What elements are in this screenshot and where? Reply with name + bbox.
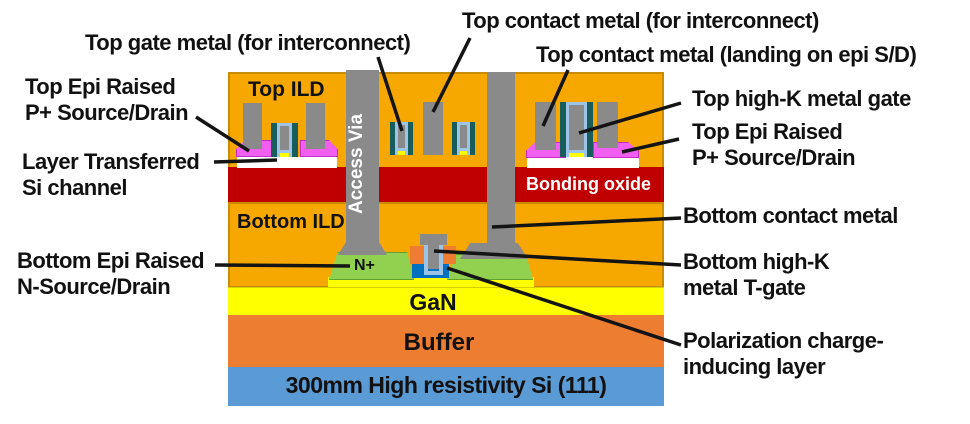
callout-bottom-epi: Bottom Epi Raised N-Source/Drain — [17, 248, 205, 299]
gate-spacer — [560, 102, 566, 157]
callout-top-gate-metal: Top gate metal (for interconnect) — [85, 30, 411, 55]
contact-pillar — [306, 103, 325, 149]
gate-metal-core — [398, 125, 405, 148]
substrate-label: 300mm High resistivity Si (111) — [285, 372, 607, 398]
top-gate-stack-right — [560, 102, 593, 157]
access-via-label: Access Via — [346, 114, 367, 215]
access-via-foot — [338, 243, 387, 255]
contact-pillar — [535, 102, 556, 150]
si-substrate-layer — [228, 367, 664, 406]
tgate-highk-liner — [424, 243, 428, 275]
highk-liner — [457, 122, 470, 155]
gate-spacer — [408, 122, 413, 155]
callout-top-epi-left: Top Epi Raised P+ Source/Drain — [25, 74, 189, 125]
top-ild-label: Top ILD — [248, 78, 325, 101]
highk-liner — [277, 123, 292, 157]
field-gate-stack — [452, 122, 475, 155]
gate-spacer — [292, 123, 298, 157]
callout-top-epi-right: Top Epi Raised P+ Source/Drain — [692, 119, 856, 170]
highk-liner — [395, 122, 408, 155]
bottom-contact-foot — [460, 243, 528, 259]
gate-spacer — [271, 123, 277, 157]
callout-top-highk-gate: Top high-K metal gate — [692, 86, 911, 111]
contact-pillar — [243, 103, 262, 149]
bottom-contact-column — [487, 72, 515, 247]
tgate-highk-liner — [424, 271, 443, 275]
field-gate-stack — [390, 122, 413, 155]
callout-layer-transferred: Layer Transferred Si channel — [22, 149, 200, 200]
callout-polarization: Polarization charge- inducing layer — [683, 328, 884, 379]
n-plus-label: N+ — [354, 257, 375, 274]
highk-liner — [566, 102, 587, 157]
contact-pillar — [597, 102, 618, 148]
gan-mesa — [328, 277, 534, 288]
bottom-ild-label: Bottom ILD — [237, 211, 345, 233]
top-gate-stack-left — [271, 123, 298, 157]
gate-metal-core — [569, 105, 584, 150]
gate-spacer — [390, 122, 395, 155]
channel-strip — [280, 153, 289, 157]
si-channel-right — [527, 157, 639, 168]
callout-bottom-contact: Bottom contact metal — [683, 203, 898, 228]
callout-bottom-highk-tgate: Bottom high-K metal T-gate — [683, 249, 830, 300]
bonding-oxide-label: Bonding oxide — [526, 174, 651, 194]
access-via-column — [346, 70, 379, 252]
gan-label: GaN — [409, 289, 457, 315]
callout-top-contact-interconnect: Top contact metal (for interconnect) — [462, 8, 819, 33]
gate-spacer — [452, 122, 457, 155]
tgate-flank — [443, 246, 456, 264]
gate-metal-core — [280, 126, 289, 150]
interconnect-contact-pillar — [423, 102, 443, 155]
callout-top-contact-landing: Top contact metal (landing on epi S/D) — [536, 42, 917, 67]
gate-metal-core — [460, 125, 467, 148]
channel-strip — [569, 153, 584, 157]
buffer-label: Buffer — [403, 329, 475, 356]
gate-spacer — [470, 122, 475, 155]
channel-strip — [460, 151, 467, 155]
tgate-flank — [410, 246, 425, 264]
gate-spacer — [587, 102, 593, 157]
bonding-oxide-layer — [228, 167, 664, 204]
si-channel-left — [237, 157, 337, 168]
tgate-stem — [428, 238, 439, 269]
channel-strip — [398, 151, 405, 155]
tgate-top — [420, 234, 447, 245]
